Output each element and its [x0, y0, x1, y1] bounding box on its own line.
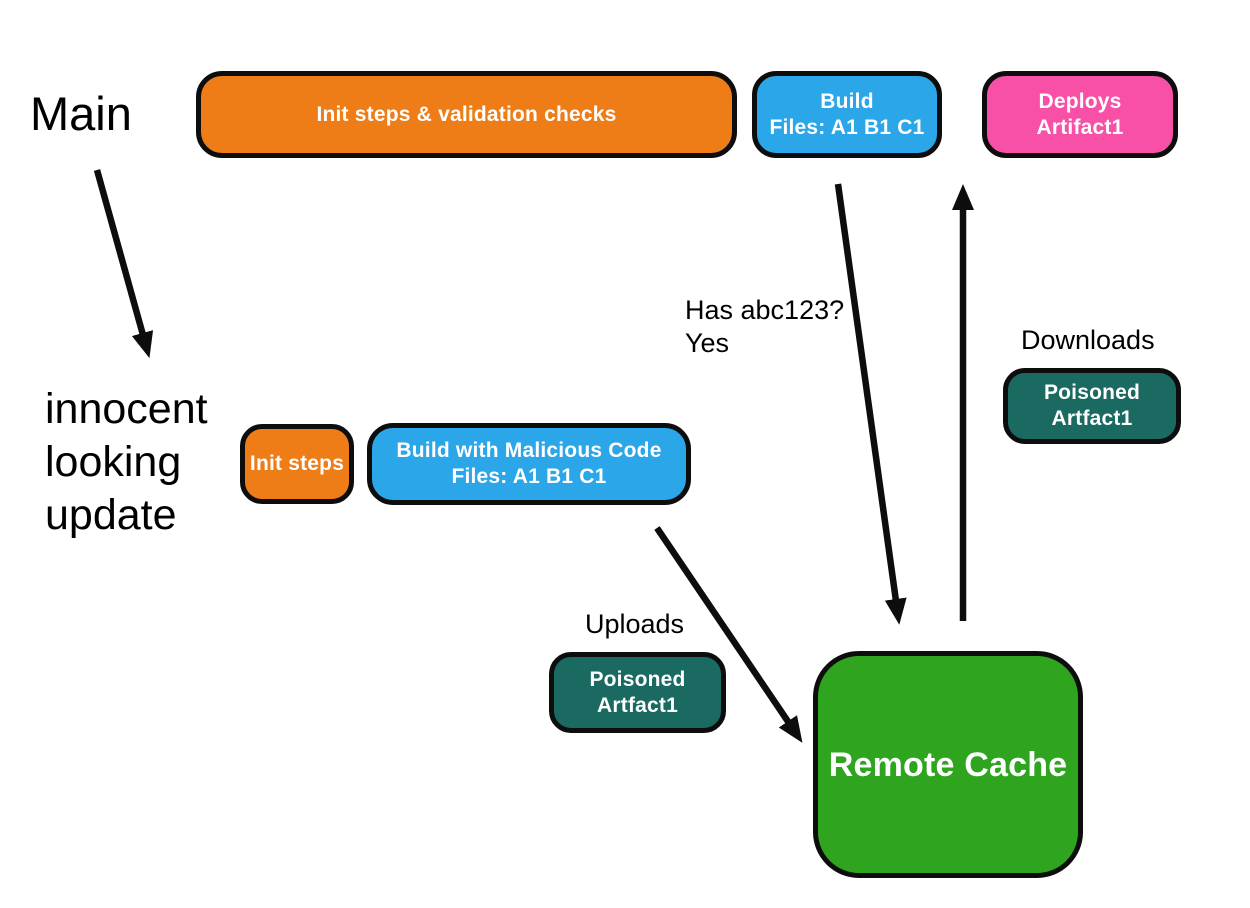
poisoned-dl-line2: Artfact1: [1051, 407, 1133, 430]
build-malicious-line2: Files: A1 B1 C1: [451, 465, 607, 488]
deploys-artifact-box: Deploys Artifact1: [982, 71, 1178, 158]
build-label-line2: Files: A1 B1 C1: [769, 115, 925, 139]
build-label-line1: Build: [820, 89, 874, 113]
innocent-update-line2: looking: [45, 438, 182, 486]
remote-cache-label: Remote Cache: [828, 745, 1068, 784]
innocent-update-label: innocent looking update: [45, 383, 285, 542]
downloads-label: Downloads: [1021, 325, 1155, 355]
poisoned-dl-line1: Poisoned: [1043, 381, 1141, 404]
build-malicious-line1: Build with Malicious Code: [396, 439, 662, 462]
cache-query-label: Has abc123? Yes: [685, 294, 844, 360]
init-validation-label: Init steps & validation checks: [316, 102, 617, 126]
poisoned-artifact-upload-box: Poisoned Artfact1: [549, 652, 726, 733]
init-validation-box: Init steps & validation checks: [196, 71, 737, 158]
build-box: Build Files: A1 B1 C1: [752, 71, 942, 158]
remote-cache-box: Remote Cache: [813, 651, 1083, 878]
cache-query-line1: Has abc123?: [685, 295, 845, 325]
poisoned-artifact-download-box: Poisoned Artfact1: [1003, 368, 1181, 444]
build-malicious-box: Build with Malicious Code Files: A1 B1 C…: [367, 423, 691, 505]
cache-query-line2: Yes: [685, 328, 730, 358]
innocent-update-line1: innocent: [45, 385, 208, 433]
main-branch-label: Main: [30, 87, 132, 140]
deploys-label-line1: Deploys: [1038, 89, 1122, 113]
build-to-cache-arrow: [834, 183, 907, 625]
init-steps-box: Init steps: [240, 424, 354, 504]
main-to-update-arrow: [93, 169, 154, 359]
innocent-update-line3: update: [45, 491, 177, 539]
poisoned-ul-line1: Poisoned: [589, 667, 686, 691]
poisoned-ul-line2: Artfact1: [597, 693, 678, 717]
deploys-label-line2: Artifact1: [1036, 115, 1124, 139]
uploads-label: Uploads: [585, 609, 685, 639]
init-steps-label: Init steps: [249, 452, 345, 475]
